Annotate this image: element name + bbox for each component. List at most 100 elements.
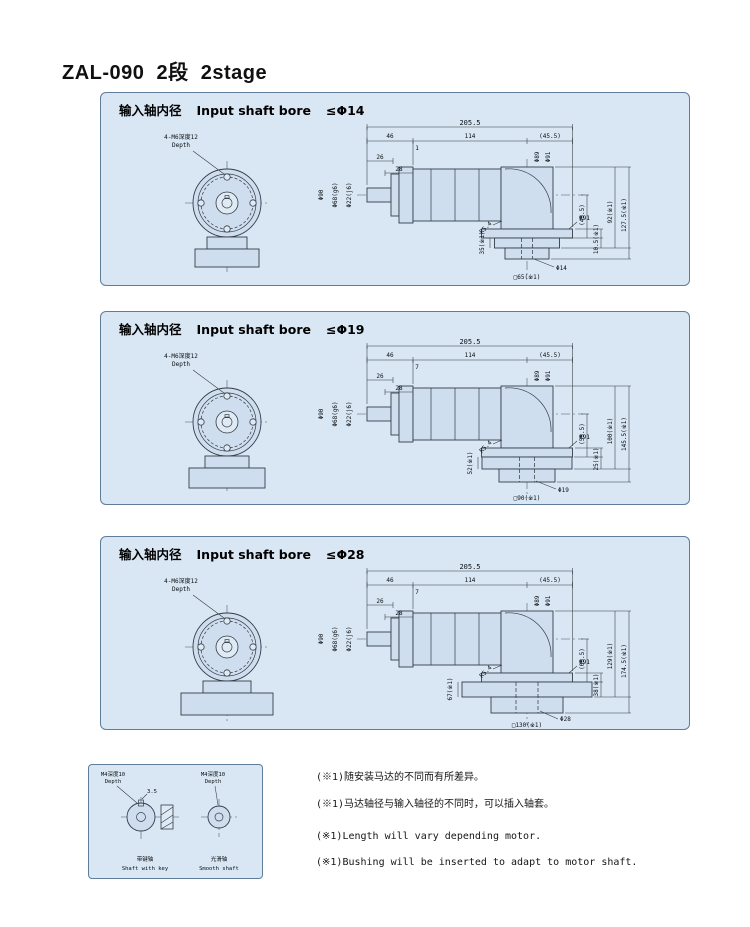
header-en: Input shaft bore — [196, 547, 311, 562]
panel-header: 输入轴内径 Input shaft bore ≤Φ28 — [119, 544, 364, 563]
panel-bore-14: 输入轴内径 Input shaft bore ≤Φ14 4-M6深度12 Dep… — [100, 92, 690, 286]
header-en: Input shaft bore — [196, 322, 311, 337]
gearbox-body — [366, 166, 573, 260]
front-view: 4-M6深度12 Depth — [164, 352, 269, 494]
tap-depth-label: Depth — [205, 779, 222, 785]
dim-right-3: 92(※1) — [607, 200, 614, 223]
dim-elbow-offset: (45.5) — [539, 133, 561, 140]
dim-phi91-top: Φ91 — [545, 151, 552, 162]
dimension-lines — [366, 124, 631, 268]
footnote-zh-1: (※1)随安装马达的不同而有所差异。 — [316, 772, 485, 783]
bolt-note-label: 4-M6深度12 — [164, 577, 198, 585]
dim-right-2: 10.5(※1) — [593, 224, 600, 254]
panel-header: 输入轴内径 Input shaft bore ≤Φ14 — [119, 100, 364, 119]
shaft-key-label-zh: 带键轴 — [137, 855, 154, 863]
dim-front-length: 46 — [386, 352, 394, 359]
dim-front-length: 46 — [386, 577, 394, 584]
dim-right-1: (55.5) — [579, 423, 586, 445]
shaft-type-drawing: 3.5 M4深度10 Depth 带键轴 Shaft with key M4深度… — [101, 770, 239, 872]
bolt-depth-label: Depth — [172, 142, 190, 149]
dim-body-length: 114 — [465, 577, 476, 584]
bolt-depth-label: Depth — [172, 361, 190, 368]
dim-phi91-side: Φ91 — [579, 434, 590, 441]
tap-note-label: M4深度10 — [201, 770, 225, 778]
footnotes: (※1)随安装马达的不同而有所差异。 (※1)马达轴径与输入轴径的不同时，可以插… — [316, 764, 736, 884]
bolt-note-label: 4-M6深度12 — [164, 352, 198, 360]
shaft-with-key-view: 3.5 M4深度10 Depth 带键轴 Shaft with key — [101, 770, 179, 872]
dim-body-length: 114 — [465, 352, 476, 359]
dim-phi89: Φ89 — [534, 595, 541, 606]
dim-elbow-offset: (45.5) — [539, 577, 561, 584]
dimension-labels: 205.5 46 114 (45.5) 7 26 28 Φ90 Φ68(g6) … — [318, 338, 628, 502]
dim-phi90: Φ90 — [318, 633, 325, 644]
dim-small-2: 26 — [376, 373, 384, 380]
header-en: Input shaft bore — [196, 103, 311, 118]
gearbox-drawing-bore14: 4-M6深度12 Depth — [164, 119, 631, 281]
footnote-en-1: (※1)Length will vary depending motor. — [316, 831, 542, 842]
gearbox-body — [366, 610, 593, 714]
dim-right-1: (45.5) — [579, 204, 586, 226]
smooth-shaft-label-zh: 光滑轴 — [211, 855, 228, 863]
shaft-key-label-en: Shaft with key — [122, 866, 169, 872]
front-view: 4-M6深度12 Depth — [164, 133, 269, 275]
dim-small-3: 28 — [395, 385, 403, 392]
dim-phi90: Φ90 — [318, 189, 325, 200]
dim-small-3: 28 — [395, 610, 403, 617]
dim-flange-height: 67(※1) — [447, 677, 454, 700]
dim-phi90: Φ90 — [318, 408, 325, 419]
tap-note-label: M4深度10 — [101, 770, 125, 778]
gearbox-drawing-bore28: 4-M6深度12 Depth — [164, 563, 631, 729]
dim-elbow-offset: (45.5) — [539, 352, 561, 359]
dim-right-3: 100(※1) — [607, 418, 614, 445]
header-zh: 输入轴内径 — [119, 103, 182, 118]
side-view: 205.5 46 114 (45.5) 7 26 28 Φ90 Φ68(g6) … — [318, 338, 631, 502]
dim-phi91-top: Φ91 — [545, 595, 552, 606]
dim-small-3: 28 — [395, 166, 403, 173]
dim-right-4: 145.5(※1) — [621, 417, 628, 451]
dim-phi22: Φ22(j6) — [346, 626, 353, 651]
panel-header: 输入轴内径 Input shaft bore ≤Φ19 — [119, 319, 364, 338]
dim-right-2: 38(※1) — [593, 673, 600, 696]
page-title: ZAL-090 2段 2stage — [62, 62, 268, 84]
dim-phi68: Φ68(g6) — [332, 182, 339, 207]
dim-bore: Φ19 — [558, 487, 569, 494]
dim-phi89: Φ89 — [534, 151, 541, 162]
footnote-zh-2: (※1)马达轴径与输入轴径的不同时，可以插入轴套。 — [316, 799, 555, 810]
dim-small-1: 7 — [415, 364, 419, 371]
dim-right-3: 129(※1) — [607, 643, 614, 670]
side-view: 205.5 46 114 (45.5) 7 26 28 Φ90 Φ68(g6) … — [318, 563, 631, 729]
dim-phi68: Φ68(g6) — [332, 401, 339, 426]
dim-phi22: Φ22(j6) — [346, 182, 353, 207]
dim-phi91-side: Φ91 — [579, 659, 590, 666]
header-zh: 输入轴内径 — [119, 547, 182, 562]
dim-square-flange: □90(※1) — [514, 495, 541, 502]
dim-flange-height: 52(※1) — [467, 451, 474, 474]
tap-depth-label: Depth — [105, 779, 122, 785]
dim-right-1: (65.5) — [579, 648, 586, 670]
dimension-labels: 205.5 46 114 (45.5) 1 26 28 Φ90 Φ68(g6) … — [318, 119, 628, 281]
header-zh: 输入轴内径 — [119, 322, 182, 337]
dim-overall-length: 205.5 — [459, 563, 480, 571]
dim-phi22: Φ22(j6) — [346, 401, 353, 426]
dim-phi91-side: Φ91 — [579, 215, 590, 222]
dim-bore: Φ14 — [556, 265, 567, 272]
dim-small-1: 1 — [415, 145, 419, 152]
dim-front-length: 46 — [386, 133, 394, 140]
smooth-shaft-label-en: Smooth shaft — [199, 866, 239, 872]
front-view: 4-M6深度12 Depth — [164, 577, 274, 721]
smooth-shaft-view: M4深度10 Depth 光滑轴 Smooth shaft — [199, 770, 239, 872]
shaft-type-panel: 3.5 M4深度10 Depth 带键轴 Shaft with key M4深度… — [88, 764, 263, 879]
dim-overall-length: 205.5 — [459, 119, 480, 127]
panel-bore-19: 输入轴内径 Input shaft bore ≤Φ19 4-M6深度12 Dep… — [100, 311, 690, 505]
header-bore-spec: ≤Φ14 — [325, 103, 365, 118]
dim-right-2: 25(※1) — [593, 447, 600, 470]
dim-right-4: 127.5(※1) — [621, 198, 628, 232]
gearbox-body — [366, 385, 573, 483]
side-view: 205.5 46 114 (45.5) 1 26 28 Φ90 Φ68(g6) … — [318, 119, 631, 281]
dim-right-4: 174.5(※1) — [621, 644, 628, 678]
dim-overall-length: 205.5 — [459, 338, 480, 346]
panel-bore-28: 输入轴内径 Input shaft bore ≤Φ28 4-M6深度12 Dep… — [100, 536, 690, 730]
key-width-dim: 3.5 — [147, 789, 157, 795]
header-bore-spec: ≤Φ28 — [325, 547, 365, 562]
dim-body-length: 114 — [465, 133, 476, 140]
